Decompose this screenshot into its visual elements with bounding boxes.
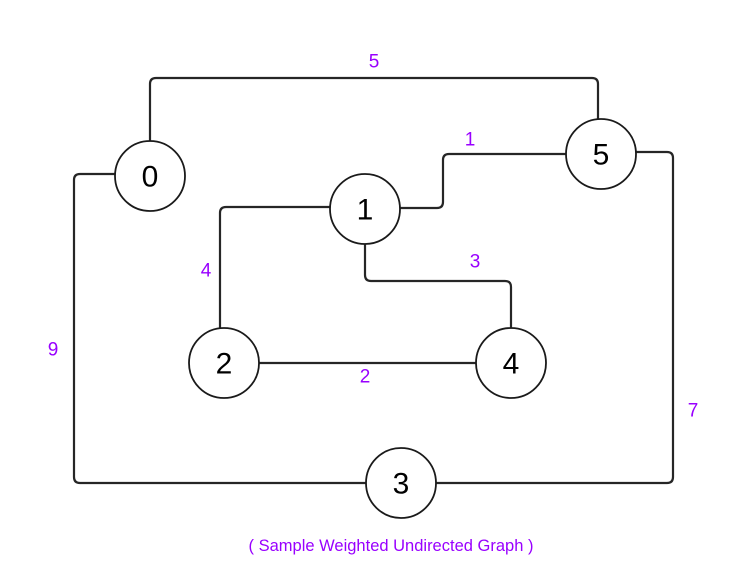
- diagram-caption: ( Sample Weighted Undirected Graph ): [249, 537, 534, 555]
- node-2-circle[interactable]: [188, 327, 260, 399]
- node-2-label: 2: [216, 348, 233, 381]
- node-layer: 0 1 2 3 4 5: [114, 118, 637, 519]
- edge-weight-1-4: 3: [470, 252, 481, 273]
- edge-1-5: [398, 152, 568, 210]
- edge-weight-0-3: 9: [48, 340, 59, 361]
- node-5-label: 5: [593, 139, 610, 172]
- node-1-label: 1: [357, 194, 374, 227]
- node-1-circle[interactable]: [329, 173, 401, 245]
- node-0-label: 0: [142, 161, 159, 194]
- node-2[interactable]: 2: [188, 327, 260, 399]
- node-3-circle[interactable]: [365, 447, 437, 519]
- node-5[interactable]: 5: [565, 118, 637, 190]
- node-4-circle[interactable]: [475, 327, 547, 399]
- edge-1-2: [218, 205, 332, 330]
- node-4[interactable]: 4: [475, 327, 547, 399]
- edge-0-3: [72, 172, 368, 485]
- weight-label-layer: 5 9 1 4 3 2 7: [48, 52, 699, 422]
- node-3-label: 3: [393, 468, 410, 501]
- edge-0-5: [148, 76, 600, 143]
- edge-layer: [72, 76, 675, 485]
- edge-weight-2-4: 2: [360, 367, 371, 388]
- node-5-circle[interactable]: [565, 118, 637, 190]
- node-0[interactable]: 0: [114, 140, 186, 212]
- node-4-label: 4: [503, 348, 520, 381]
- edge-1-4: [363, 242, 513, 330]
- edge-weight-1-2: 4: [201, 261, 212, 282]
- node-0-circle[interactable]: [114, 140, 186, 212]
- node-1[interactable]: 1: [329, 173, 401, 245]
- edge-weight-0-5: 5: [369, 52, 380, 73]
- edge-5-3: [434, 150, 675, 485]
- node-3[interactable]: 3: [365, 447, 437, 519]
- edge-weight-1-5: 1: [465, 130, 476, 151]
- edge-weight-5-3: 7: [688, 401, 699, 422]
